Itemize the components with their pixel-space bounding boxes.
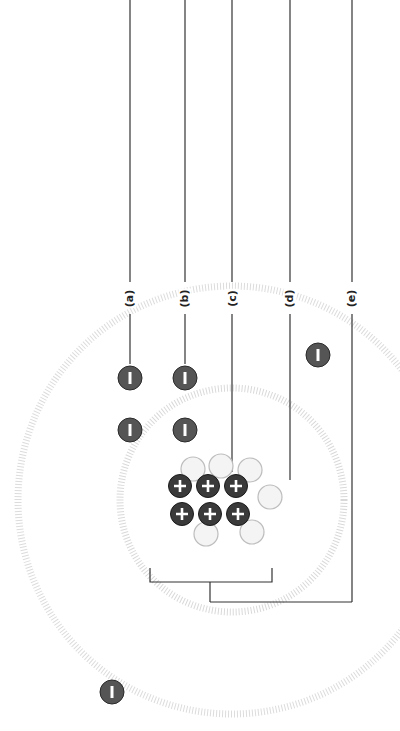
electrons xyxy=(100,343,330,704)
callout-label: (b) xyxy=(179,288,192,308)
outer-shell xyxy=(18,286,400,714)
leader-lines xyxy=(130,0,352,602)
protons xyxy=(169,475,250,526)
callout-label: (e) xyxy=(345,288,358,308)
callout-label: (a) xyxy=(123,288,136,307)
neutrons xyxy=(181,454,282,546)
nucleus-bracket xyxy=(150,568,272,582)
callout-label: (c) xyxy=(225,289,238,308)
callout-label: (d) xyxy=(284,288,297,308)
